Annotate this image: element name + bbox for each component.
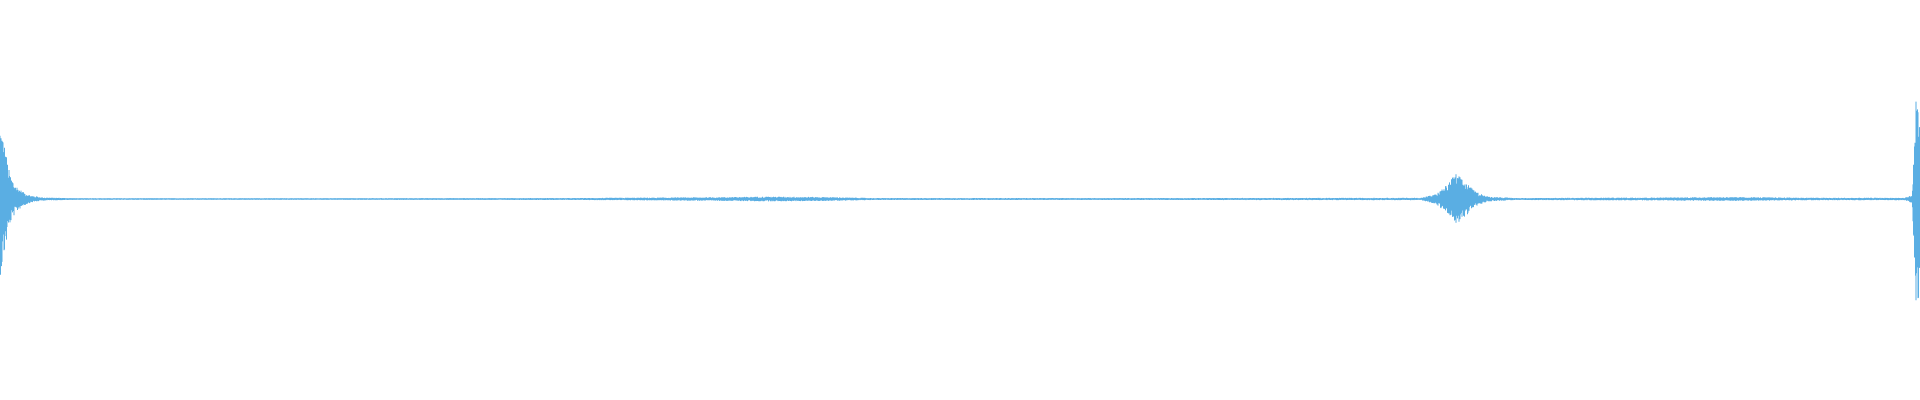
waveform-trace (0, 101, 1920, 301)
